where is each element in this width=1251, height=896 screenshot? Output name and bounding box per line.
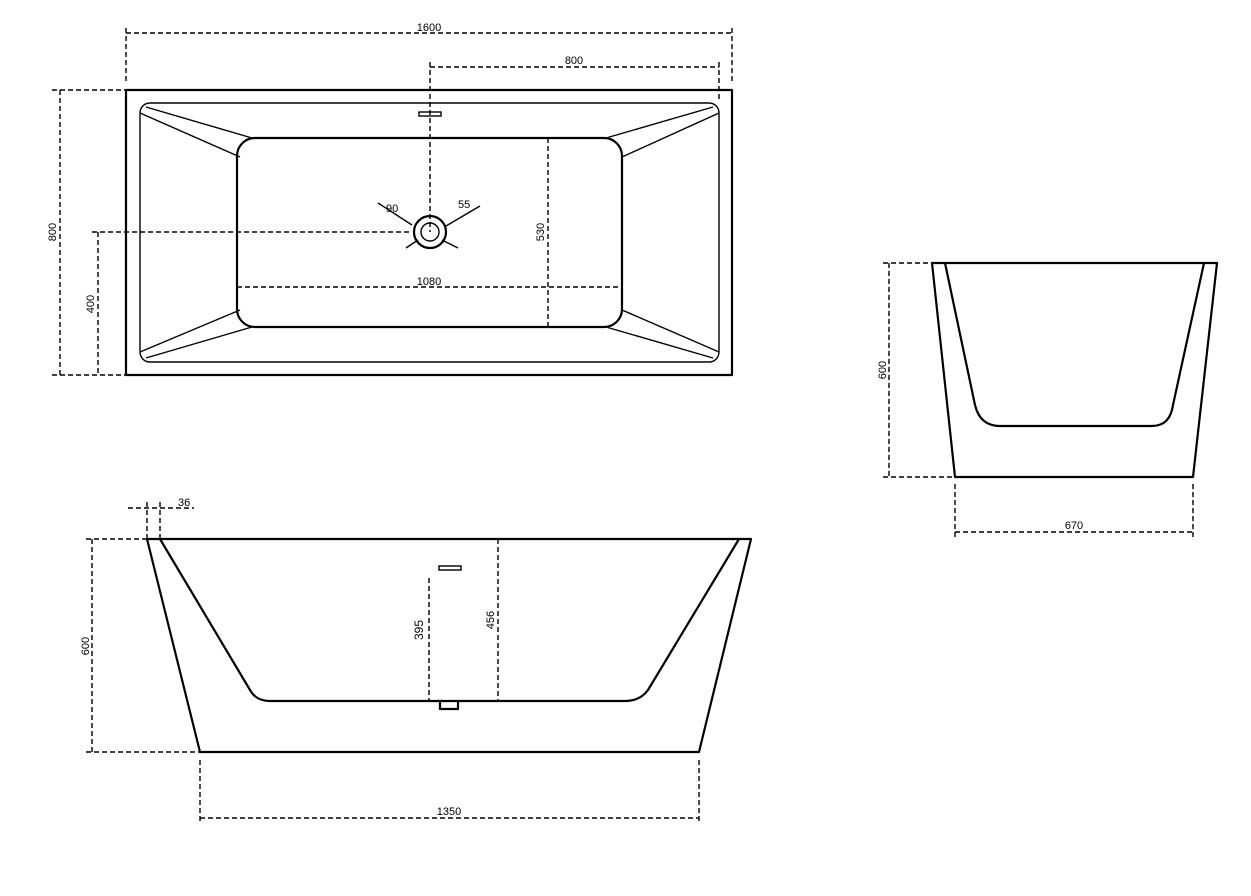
dim-600-side-line [883, 262, 955, 478]
side-view: 600 670 [877, 261, 1219, 538]
front-view: 36 600 395 456 1350 [80, 497, 753, 824]
front-view-outer [145, 537, 753, 754]
dim-1350-label: 1350 [437, 806, 461, 818]
dim-670-line [954, 484, 1194, 538]
dim-400-line [92, 231, 412, 375]
dim-1350-line [199, 760, 700, 824]
dim-36-line [128, 502, 194, 539]
dim-1600-label: 1600 [417, 22, 441, 34]
dim-800-half-line [429, 62, 720, 232]
top-view: 90 55 1600 800 800 400 1080 530 [47, 22, 734, 377]
dim-600-side-label: 600 [877, 361, 889, 379]
front-view-drain [438, 701, 460, 711]
dim-400-label: 400 [85, 295, 97, 313]
dim-670-label: 670 [1065, 520, 1083, 532]
dim-600-front-label: 600 [80, 637, 92, 655]
dim-530-label: 530 [535, 223, 547, 241]
dim-600-front-line [86, 538, 200, 753]
dim-800-width-line [52, 89, 126, 376]
dim-456-label: 456 [485, 611, 497, 629]
front-view-inner [159, 538, 740, 703]
drain-dim-left-label: 90 [386, 203, 398, 215]
dim-800-width-label: 800 [47, 223, 59, 241]
dim-36-label: 36 [178, 497, 190, 509]
top-view-rim [139, 102, 720, 363]
front-overflow-slot [438, 565, 462, 571]
side-view-inner [943, 262, 1206, 428]
dim-1080-label: 1080 [417, 276, 441, 288]
dim-800-half-label: 800 [565, 55, 583, 67]
dim-1600-line [125, 28, 733, 82]
drain-dim-right-label: 55 [458, 199, 470, 211]
dim-395-label: 395 [412, 620, 426, 640]
drain-dim-leaders [377, 202, 481, 249]
side-view-outer [930, 261, 1219, 479]
top-view-bevel-lines [139, 106, 720, 359]
